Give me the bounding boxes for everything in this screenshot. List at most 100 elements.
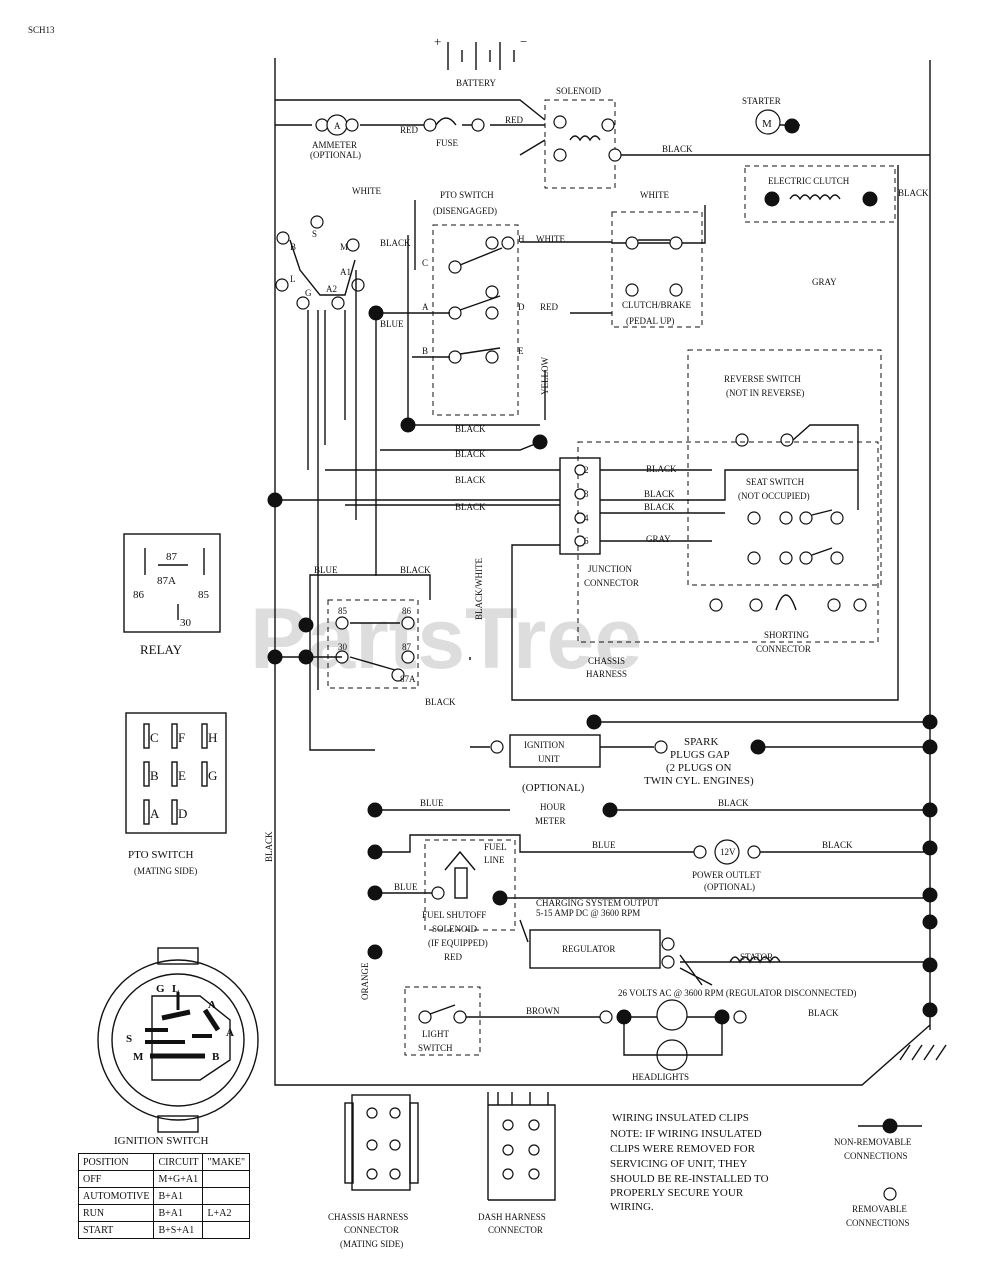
regulator: CHARGING SYSTEM OUTPUT 5-15 AMP DC @ 360… [519,887,938,1018]
svg-text:6: 6 [584,536,589,546]
switch-label: SWITCH [418,1043,453,1053]
optional-label: (OPTIONAL) [522,782,585,794]
legend-non-removable: NON-REMOVABLE [834,1137,912,1147]
svg-text:E: E [518,346,524,356]
note-line-7: WIRING. [610,1201,654,1213]
reverse-switch-label: REVERSE SWITCH [724,374,801,384]
wire-orange: ORANGE [360,962,370,1000]
light-label: LIGHT [422,1029,449,1039]
wire-blue-a: BLUE [380,319,404,329]
svg-text:M: M [340,242,348,252]
ign-pin-s: S [126,1033,132,1045]
light-switch: LIGHT SWITCH BROWN [404,986,600,1056]
fuel-shutoff-label: FUEL SHUTOFF [422,910,486,920]
ammeter: A AMMETER (OPTIONAL) [310,114,361,160]
pedal-up-label: (PEDAL UP) [626,316,674,326]
table-cell: B+S+A1 [153,1221,204,1239]
shorting-connector-label: CONNECTOR [756,644,811,654]
wire-black-3: BLACK [455,475,486,485]
key-87: 87 [166,551,178,563]
solenoid-label: SOLENOID [556,86,601,96]
wire-black-light: BLACK [808,1008,839,1018]
note-line-5: SHOULD BE RE-INSTALLED TO [610,1173,769,1185]
relay-pin-30: 30 [338,642,348,652]
table-cell: L+A2 [202,1204,251,1222]
svg-text:C: C [422,258,428,268]
not-occupied-label: (NOT OCCUPIED) [738,491,810,501]
pto-pin-d: D [178,806,187,821]
legend-non-removable2: CONNECTIONS [844,1151,908,1161]
wire-red-2: RED [505,115,524,125]
seat-switch-label: SEAT SWITCH [746,477,805,487]
line-label: LINE [484,855,505,865]
wire-black-power: BLACK [822,840,853,850]
relay-title: RELAY [140,642,183,657]
note-line-2: NOTE: IF WIRING INSULATED [610,1128,762,1140]
chassis-harness-connector: CHASSIS HARNESS CONNECTOR (MATING SIDE) [328,1094,419,1249]
pto-switch-label: PTO SWITCH [440,190,494,200]
wire-black-j2: BLACK [644,489,675,499]
table-row: AUTOMOTIVE B+A1 [77,1187,251,1205]
power-outlet: 12V BLACK POWER OUTLET (OPTIONAL) [692,839,938,892]
charging-amp-label: 5-15 AMP DC @ 3600 RPM [536,908,640,918]
power-outlet-label: POWER OUTLET [692,870,761,880]
connection-legend: NON-REMOVABLE CONNECTIONS REMOVABLE CONN… [834,1118,922,1228]
note-line-6: PROPERLY SECURE YOUR [610,1187,744,1199]
wire-gray-top: GRAY [812,277,837,287]
seat-switch: SEAT SWITCH (NOT OCCUPIED) [738,477,844,565]
headlights-label: HEADLIGHTS [632,1072,689,1082]
ignition-switch-table: POSITION CIRCUIT "MAKE" OFF M+G+A1 AUTOM… [77,1153,251,1239]
ign-pin-g: G [156,983,165,995]
fuel-label: FUEL [484,842,507,852]
table-cell: OFF [77,1170,155,1188]
two-plugs-label: (2 PLUGS ON [666,762,731,774]
pto-pin-h: H [208,730,217,745]
svg-text:A1: A1 [340,267,351,277]
note-line-4: SERVICING OF UNIT, THEY [610,1158,747,1170]
wire-white-2: WHITE [640,190,669,200]
key-86: 86 [133,589,145,601]
svg-text:+: + [434,34,441,49]
wire-red-d: RED [540,302,559,312]
svg-text:−: − [520,34,527,49]
key-85: 85 [198,589,210,601]
relay-key: 87 87A 86 85 30 RELAY [123,533,221,657]
if-equipped-label: (IF EQUIPPED) [428,938,488,948]
wire-black-j3: BLACK [644,502,675,512]
relay-pin-87: 87 [402,642,412,652]
relay-pin-87a: 87A [400,674,416,684]
svg-text:B: B [422,346,428,356]
wire-black-mid: BLACK [425,697,456,707]
ammeter-optional: (OPTIONAL) [310,150,361,160]
twin-cyl-label: TWIN CYL. ENGINES) [644,775,754,787]
wire-black-relay: BLACK [400,565,431,575]
wire-red-sol: RED [444,952,463,962]
pto-pin-b: B [150,768,159,783]
connector-label: CONNECTOR [584,578,639,588]
wire-white-1: WHITE [352,186,381,196]
table-row: RUN B+A1 L+A2 [77,1204,251,1222]
wire-black-top: BLACK [662,144,693,154]
table-header: POSITION [77,1153,155,1171]
power-optional-label: (OPTIONAL) [704,882,755,892]
wire-black-hour: BLACK [718,798,749,808]
dash-conn-label2: CONNECTOR [488,1225,543,1235]
ac-volts-label: 26 VOLTS AC @ 3600 RPM (REGULATOR DISCON… [618,988,856,998]
wire-brown: BROWN [526,1006,560,1016]
ammeter-a: A [334,121,341,131]
key-30: 30 [180,617,192,629]
watermark: PartsTree [250,591,642,687]
key-87a: 87A [157,575,176,587]
pto-switch-key: C F H B E G A D PTO SWITCH (MATING SIDE) [125,712,227,876]
plugs-gap-label: PLUGS GAP [670,749,730,761]
table-header-row: POSITION CIRCUIT "MAKE" [77,1153,251,1171]
wire-black-j1: BLACK [646,464,677,474]
wire-blue-hour: BLUE [420,798,444,808]
chassis-conn-label2: CONNECTOR [344,1225,399,1235]
wire-black-c: BLACK [380,238,411,248]
table-cell [202,1187,251,1205]
ign-pin-b: B [212,1051,220,1063]
pto-disengaged-label: (DISENGAGED) [433,206,497,216]
stator-label: STATOR [740,952,773,962]
